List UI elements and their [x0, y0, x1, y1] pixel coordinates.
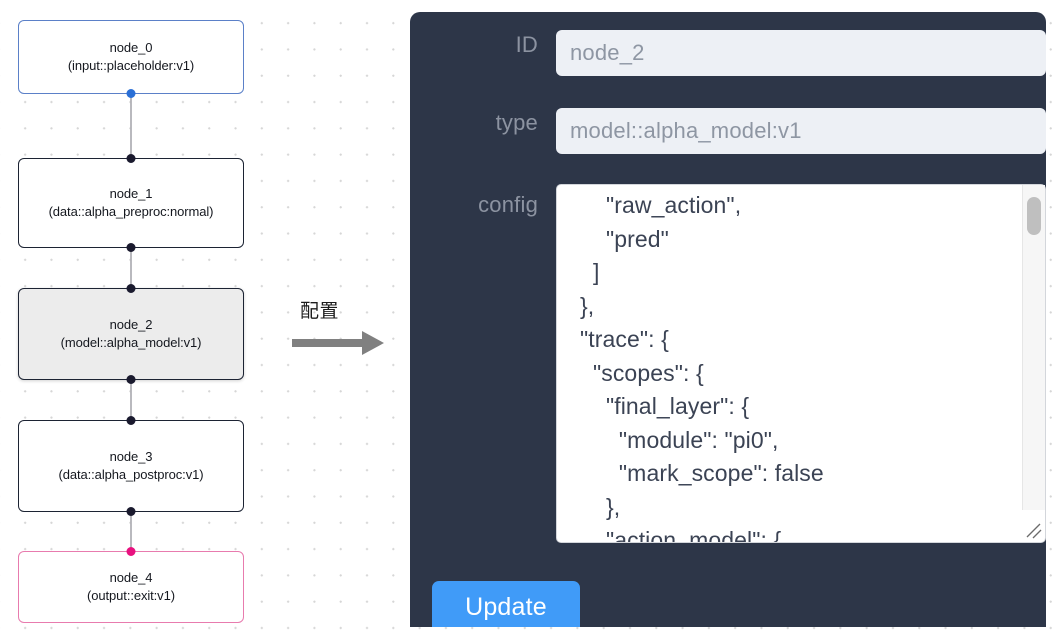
- right-arrow-icon: [292, 331, 384, 355]
- node-handle-source[interactable]: [126, 507, 136, 516]
- node-handle-target[interactable]: [126, 547, 136, 556]
- node-handle-source[interactable]: [126, 89, 136, 98]
- field-row-config: config "raw_action", "pred" ] }, "trace"…: [432, 184, 1046, 543]
- graph-node-node_0[interactable]: node_0(input::placeholder:v1): [18, 20, 244, 98]
- field-row-type: type: [432, 108, 1046, 154]
- update-button[interactable]: Update: [432, 581, 580, 627]
- node-label: node_4(output::exit:v1): [87, 570, 175, 603]
- graph-node-node_2[interactable]: node_2(model::alpha_model:v1): [18, 284, 244, 384]
- node-handle-target[interactable]: [126, 154, 136, 163]
- node-label: node_2(model::alpha_model:v1): [60, 317, 202, 350]
- node-label: node_1(data::alpha_preproc:normal): [48, 186, 214, 219]
- id-label: ID: [515, 32, 538, 57]
- graph-node-node_1[interactable]: node_1(data::alpha_preproc:normal): [18, 154, 244, 252]
- graph-node-node_3[interactable]: node_3(data::alpha_postproc:v1): [18, 416, 244, 516]
- node-handle-source[interactable]: [126, 375, 136, 384]
- config-textarea[interactable]: "raw_action", "pred" ] }, "trace": { "sc…: [556, 184, 1046, 543]
- node-config-panel: ID type config "raw_action", "pred" ] },…: [410, 12, 1046, 627]
- transition-annotation: 配置: [292, 296, 402, 364]
- config-label: config: [478, 192, 538, 217]
- node-label: node_0(input::placeholder:v1): [67, 40, 195, 73]
- type-input[interactable]: [556, 108, 1046, 154]
- config-scrollbar[interactable]: [1022, 185, 1045, 510]
- node-handle-target[interactable]: [126, 416, 136, 425]
- transition-label: 配置: [300, 300, 340, 322]
- config-scrollbar-thumb[interactable]: [1027, 197, 1041, 235]
- config-textarea-wrapper: "raw_action", "pred" ] }, "trace": { "sc…: [556, 184, 1046, 543]
- graph-node-node_4[interactable]: node_4(output::exit:v1): [18, 547, 244, 623]
- type-label: type: [495, 110, 538, 135]
- id-input[interactable]: [556, 30, 1046, 76]
- node-handle-source[interactable]: [126, 243, 136, 252]
- resize-handle-icon[interactable]: [1022, 519, 1044, 541]
- node-label: node_3(data::alpha_postproc:v1): [58, 449, 204, 482]
- field-row-id: ID: [432, 30, 1046, 76]
- node-handle-target[interactable]: [126, 284, 136, 293]
